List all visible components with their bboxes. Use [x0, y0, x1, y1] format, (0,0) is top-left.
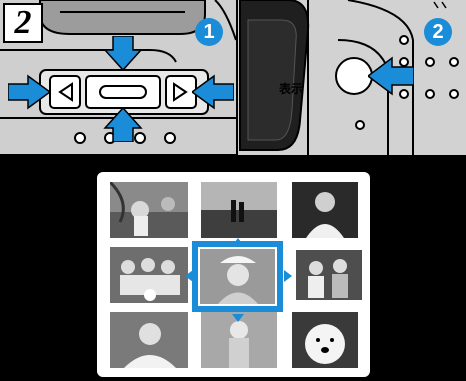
display-button-label: 表示	[279, 80, 303, 97]
step-number: 2	[3, 3, 43, 43]
selector-left-marker-icon	[185, 270, 193, 282]
thumbnail-9	[292, 312, 358, 368]
left-arrow-icon	[192, 74, 234, 110]
callout-2: 2	[424, 18, 452, 46]
thumbnail-3	[292, 182, 358, 238]
thumbnail-1	[110, 182, 188, 238]
selector-down-marker-icon	[232, 314, 244, 322]
right-arrow-icon	[8, 74, 50, 110]
up-arrow-icon	[103, 108, 143, 142]
left-arrow-icon	[368, 56, 414, 96]
selector-right-marker-icon	[284, 270, 292, 282]
selection-frame	[192, 241, 283, 312]
four-way-controller-panel: 2 1	[0, 0, 238, 155]
thumbnail-4	[110, 247, 188, 303]
display-button-panel: 2	[238, 0, 466, 155]
thumbnail-7	[110, 312, 188, 368]
thumbnail-6	[296, 250, 362, 300]
camera-controls-strip: 2 1	[0, 0, 466, 157]
thumbnail-2	[201, 182, 277, 238]
callout-1: 1	[195, 18, 223, 46]
selector-up-marker-icon	[232, 238, 244, 246]
down-arrow-icon	[103, 36, 143, 70]
